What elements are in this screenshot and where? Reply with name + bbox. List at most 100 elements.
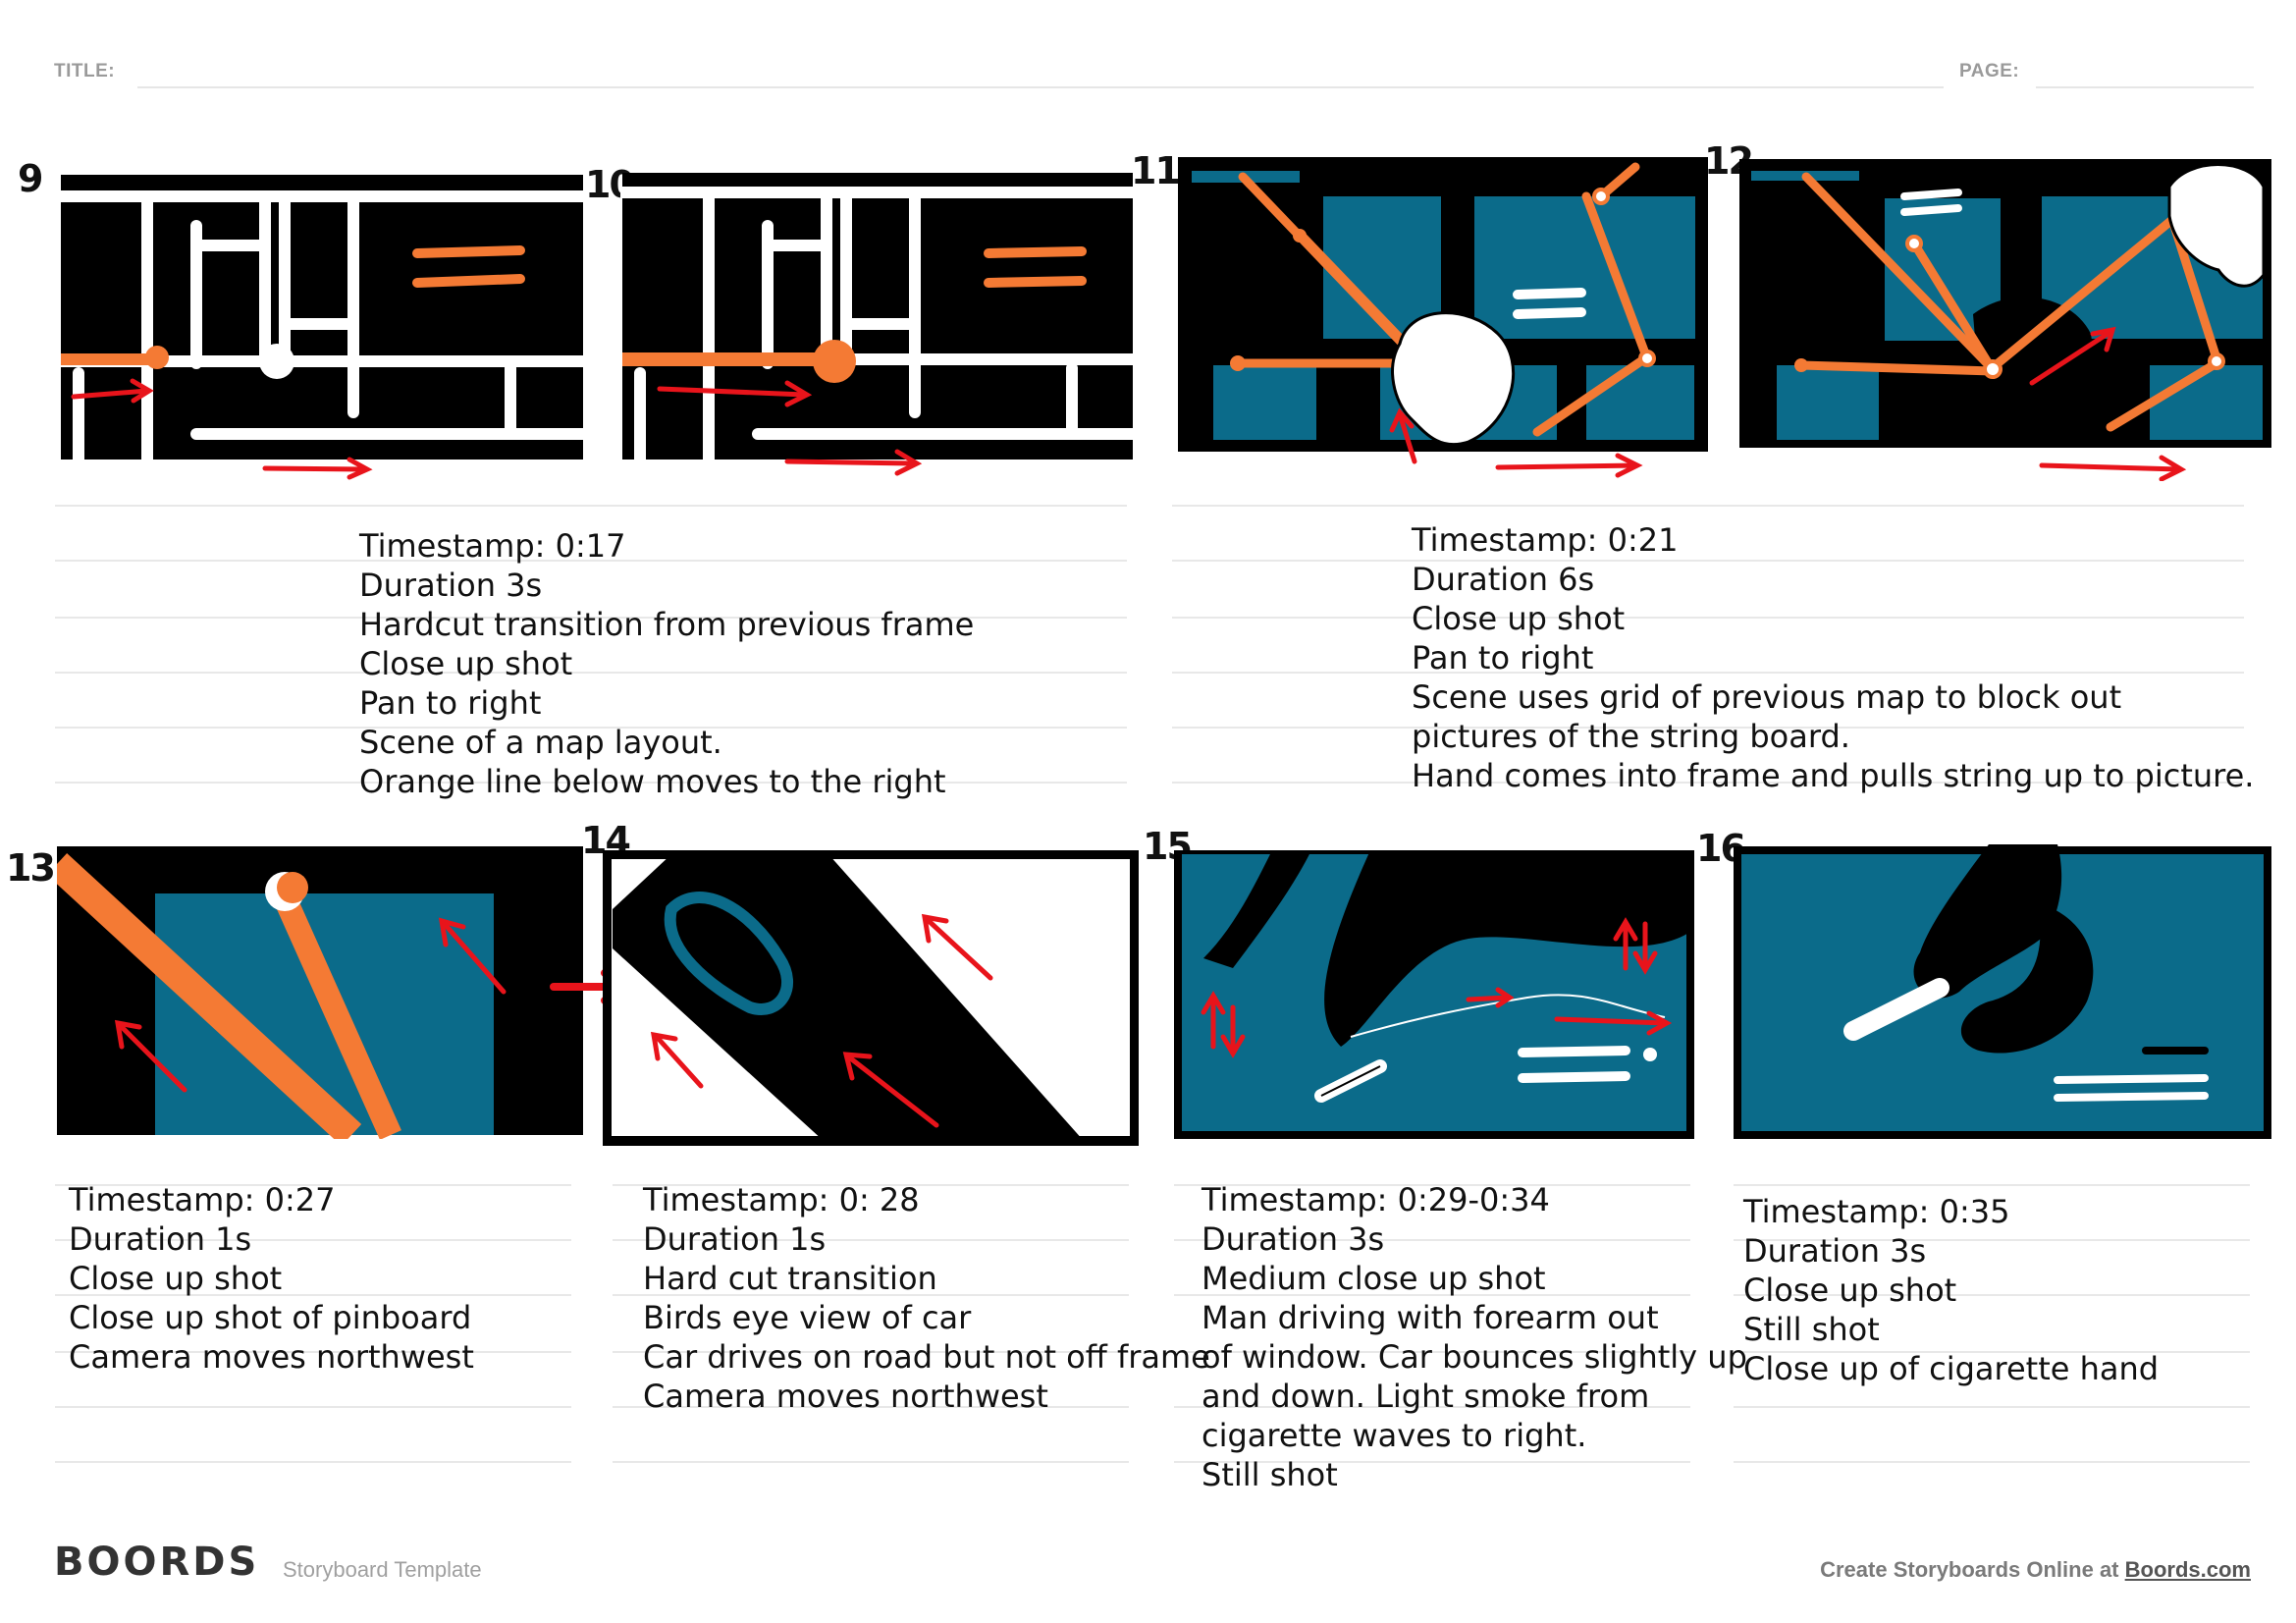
- note-rule: [55, 727, 1127, 729]
- note-line: Still shot: [1201, 1456, 1338, 1493]
- note-rule: [1174, 1351, 1690, 1353]
- note-rule: [55, 1351, 571, 1353]
- page-label: PAGE:: [1959, 61, 2020, 81]
- note-rule: [55, 617, 1127, 619]
- note-rule: [1734, 1406, 2250, 1408]
- note-line: Timestamp: 0:29-0:34: [1201, 1181, 1550, 1218]
- note-rule: [1734, 1351, 2250, 1353]
- note-rule: [55, 505, 1127, 507]
- note-line: Birds eye view of car: [643, 1299, 972, 1336]
- note-rule: [55, 782, 1127, 784]
- frame-notes-16[interactable]: Timestamp: 0:35 Duration 3s Close up sho…: [1743, 1192, 2159, 1388]
- note-rule: [613, 1406, 1129, 1408]
- note-line: pictures of the string board.: [1412, 718, 1850, 755]
- title-line[interactable]: [137, 86, 1944, 88]
- note-rule: [1734, 1294, 2250, 1296]
- note-rule: [1734, 1239, 2250, 1241]
- note-line: Duration 3s: [1201, 1220, 1385, 1258]
- note-line: Close up shot: [1743, 1271, 1957, 1309]
- note-line: Timestamp: 0: 28: [643, 1181, 920, 1218]
- frame-13-panel[interactable]: [57, 844, 585, 1139]
- note-rule: [1734, 1461, 2250, 1463]
- frame-14-panel[interactable]: [603, 850, 1139, 1147]
- frame-13-sketch: [57, 846, 583, 1139]
- note-rule: [613, 1351, 1129, 1353]
- note-line: Duration 6s: [1412, 561, 1595, 598]
- frame-notes-15[interactable]: Timestamp: 0:29-0:34 Duration 3s Medium …: [1201, 1180, 1747, 1494]
- note-line: and down. Light smoke from: [1201, 1378, 1650, 1415]
- note-rule: [1174, 1184, 1690, 1186]
- note-line: of window. Car bounces slightly up: [1201, 1338, 1747, 1376]
- note-rule: [55, 1239, 571, 1241]
- note-line: Still shot: [1743, 1311, 1880, 1348]
- page-line[interactable]: [2036, 86, 2254, 88]
- note-line: Orange line below moves to the right: [359, 763, 946, 800]
- frame-number: 11: [1131, 149, 1181, 192]
- note-line: Duration 3s: [1743, 1232, 1927, 1270]
- note-rule: [1172, 782, 2244, 784]
- note-line: Duration 1s: [643, 1220, 827, 1258]
- note-line: Timestamp: 0:21: [1412, 521, 1679, 559]
- note-rule: [613, 1294, 1129, 1296]
- note-rule: [1172, 505, 2244, 507]
- frame-16-panel[interactable]: [1734, 844, 2271, 1139]
- frame-16-sketch: [1734, 844, 2271, 1139]
- note-line: Camera moves northwest: [643, 1378, 1048, 1415]
- frame-notes-14[interactable]: Timestamp: 0: 28 Duration 1s Hard cut tr…: [643, 1180, 1210, 1416]
- note-line: Medium close up shot: [1201, 1260, 1546, 1297]
- note-rule: [1172, 727, 2244, 729]
- note-rule: [1174, 1294, 1690, 1296]
- note-line: Camera moves northwest: [69, 1338, 474, 1376]
- note-line: Pan to right: [359, 684, 542, 722]
- note-rule: [1734, 1184, 2250, 1186]
- note-rule: [55, 560, 1127, 562]
- note-line: Close up of cigarette hand: [1743, 1350, 2160, 1387]
- note-line: Car drives on road but not off frame: [643, 1338, 1210, 1376]
- note-rule: [1172, 672, 2244, 674]
- footer-tagline: Storyboard Template: [283, 1557, 482, 1582]
- note-line: Scene of a map layout.: [359, 724, 722, 761]
- note-rule: [1174, 1239, 1690, 1241]
- note-rule: [55, 1184, 571, 1186]
- note-rule: [1172, 617, 2244, 619]
- note-line: Hand comes into frame and pulls string u…: [1412, 757, 2255, 794]
- note-line: Timestamp: 0:27: [69, 1181, 336, 1218]
- frame-11-sketch: [1178, 157, 1708, 478]
- note-rule: [1172, 560, 2244, 562]
- note-line: Close up shot: [1412, 600, 1626, 637]
- frame-notes-13[interactable]: Timestamp: 0:27 Duration 1s Close up sho…: [69, 1180, 474, 1377]
- note-line: Scene uses grid of previous map to block…: [1412, 678, 2122, 716]
- frame-10-sketch: [620, 173, 1135, 476]
- note-rule: [55, 672, 1127, 674]
- note-line: Close up shot: [359, 645, 573, 682]
- note-line: Timestamp: 0:17: [359, 527, 626, 565]
- note-rule: [613, 1239, 1129, 1241]
- note-line: Man driving with forearm out: [1201, 1299, 1659, 1336]
- frame-number: 9: [18, 157, 43, 200]
- frame-14-sketch: [603, 850, 1139, 1146]
- frame-9-sketch: [59, 175, 585, 480]
- note-line: Hardcut transition from previous frame: [359, 606, 975, 643]
- note-line: cigarette waves to right.: [1201, 1417, 1587, 1454]
- note-line: Hard cut transition: [643, 1260, 937, 1297]
- frame-notes-11-12[interactable]: Timestamp: 0:21 Duration 6s Close up sho…: [1412, 520, 2254, 795]
- note-rule: [1174, 1461, 1690, 1463]
- note-line: Duration 1s: [69, 1220, 252, 1258]
- note-rule: [55, 1461, 571, 1463]
- frame-number: 13: [6, 846, 56, 890]
- frame-15-panel[interactable]: [1174, 850, 1694, 1141]
- note-rule: [55, 1294, 571, 1296]
- note-rule: [613, 1461, 1129, 1463]
- frame-11-panel[interactable]: [1174, 157, 1712, 481]
- boords-link[interactable]: Boords.com: [2124, 1557, 2251, 1582]
- frame-12-panel[interactable]: [1737, 157, 2273, 481]
- note-rule: [613, 1184, 1129, 1186]
- frame-9-panel[interactable]: [59, 167, 585, 481]
- frame-12-sketch: [1739, 159, 2271, 481]
- frame-10-panel[interactable]: [620, 167, 1135, 481]
- footer-cta-text: Create Storyboards Online at: [1820, 1557, 2119, 1582]
- title-label: TITLE:: [54, 61, 116, 81]
- frame-notes-9-10[interactable]: Timestamp: 0:17 Duration 3s Hardcut tran…: [359, 526, 974, 801]
- frame-15-sketch: [1174, 850, 1694, 1139]
- note-line: Close up shot: [69, 1260, 283, 1297]
